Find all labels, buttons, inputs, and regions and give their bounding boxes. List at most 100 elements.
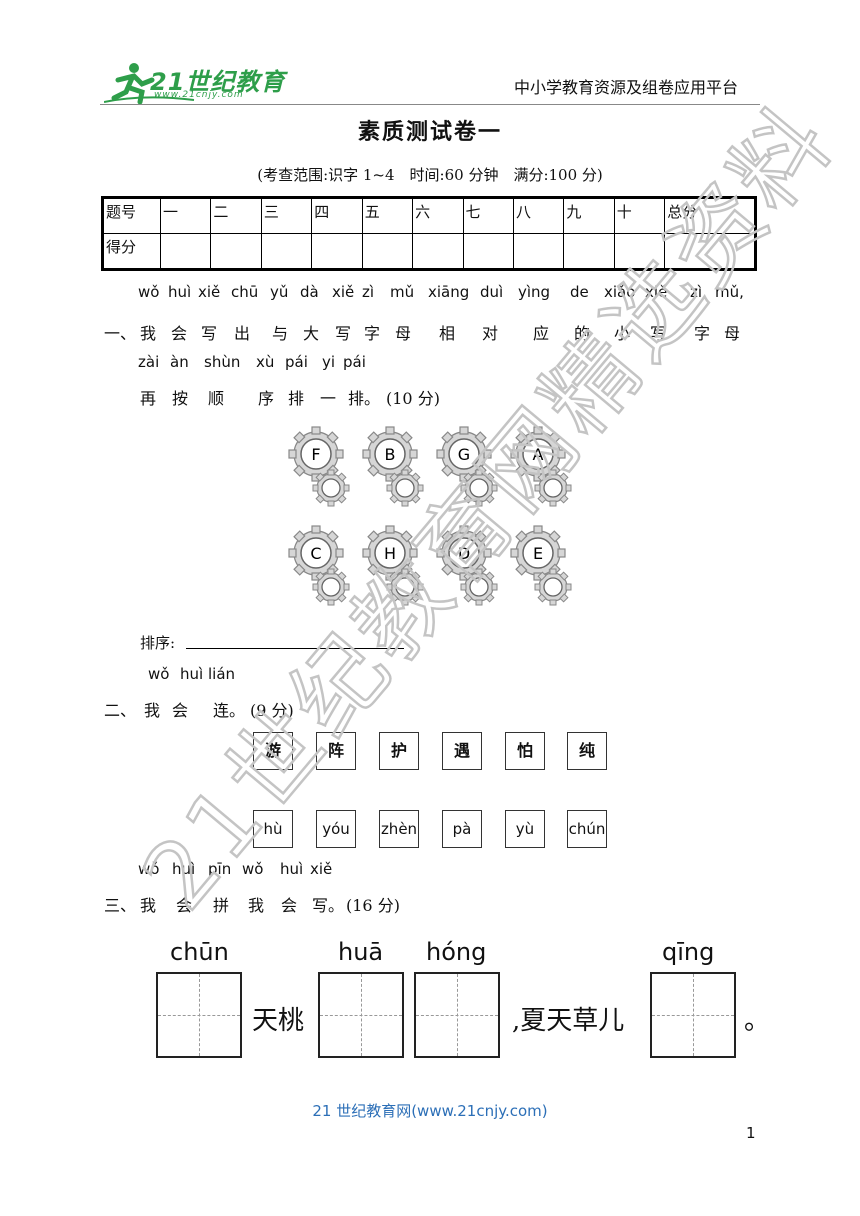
hanzi: 排 bbox=[288, 389, 305, 408]
character-box[interactable]: 遇 bbox=[442, 732, 482, 770]
grid-pinyin: chūn bbox=[170, 938, 229, 966]
pinyin-syllable: zài bbox=[138, 353, 160, 371]
pinyin-syllable: xiě bbox=[198, 283, 221, 301]
hanzi: 写 bbox=[335, 324, 352, 343]
score-header-cell: 题号 bbox=[102, 197, 161, 234]
pinyin-syllable: shùn bbox=[204, 353, 241, 371]
grid-pinyin: qīng bbox=[662, 938, 715, 966]
pinyin-syllable: xiě bbox=[645, 283, 668, 301]
pinyin-syllable: zì bbox=[362, 283, 375, 301]
hanzi: 一 bbox=[320, 389, 337, 408]
score-header-cell: 五 bbox=[361, 197, 414, 234]
logo-text: 21世纪教育 bbox=[150, 68, 286, 96]
score-cell[interactable] bbox=[159, 233, 212, 270]
hanzi: 拼 bbox=[213, 896, 230, 915]
answer-line[interactable] bbox=[186, 648, 404, 649]
pinyin-syllable: wǒ bbox=[138, 283, 160, 301]
score-cell[interactable] bbox=[260, 233, 313, 270]
score-cell[interactable] bbox=[613, 233, 666, 270]
writing-grid[interactable] bbox=[414, 972, 500, 1058]
writing-grid[interactable] bbox=[650, 972, 736, 1058]
hanzi: 大 bbox=[303, 324, 320, 343]
pinyin-syllable: pái bbox=[285, 353, 308, 371]
footer-link[interactable]: 21 世纪教育网(www.21cnjy.com) bbox=[312, 1102, 548, 1120]
gear-a: A bbox=[510, 426, 572, 507]
character-box[interactable]: 怕 bbox=[505, 732, 545, 770]
writing-grid[interactable] bbox=[318, 972, 404, 1058]
pinyin-syllable: pái bbox=[343, 353, 366, 371]
pinyin-box[interactable]: pà bbox=[442, 810, 482, 848]
score-header-cell: 一 bbox=[159, 197, 212, 234]
hanzi: 母 bbox=[395, 324, 412, 343]
score-header-cell: 七 bbox=[462, 197, 514, 234]
hanzi: 再 bbox=[140, 389, 157, 408]
character-box[interactable]: 游 bbox=[253, 732, 293, 770]
pinyin-syllable: wǒ bbox=[138, 860, 160, 878]
score-cell[interactable] bbox=[311, 233, 363, 270]
score-table: 题号 一 二 三 四 五 六 七 八 九 十 总分 得分 bbox=[101, 196, 757, 271]
character-box[interactable]: 护 bbox=[379, 732, 419, 770]
pinyin-box[interactable]: hù bbox=[253, 810, 293, 848]
pinyin-box[interactable]: yóu bbox=[316, 810, 356, 848]
hanzi: 写 bbox=[650, 324, 667, 343]
pinyin-syllable: zì bbox=[690, 283, 703, 301]
gear-letter: E bbox=[533, 544, 543, 563]
pinyin-syllable: lián bbox=[208, 665, 236, 683]
pinyin-syllable: xù bbox=[256, 353, 275, 371]
question-number: 三、 bbox=[104, 896, 137, 915]
hanzi: 会 bbox=[281, 896, 298, 915]
pinyin-syllable: mǔ, bbox=[715, 283, 744, 301]
writing-grid[interactable] bbox=[156, 972, 242, 1058]
pinyin-syllable: xiāng bbox=[428, 283, 470, 301]
pinyin-syllable: xiě bbox=[332, 283, 355, 301]
pinyin-box[interactable]: chún bbox=[567, 810, 607, 848]
hanzi: 小 bbox=[614, 324, 631, 343]
pinyin-box[interactable]: zhèn bbox=[379, 810, 419, 848]
score-value-row: 得分 bbox=[102, 233, 756, 270]
hanzi: 会 bbox=[172, 701, 189, 720]
gear-letter: F bbox=[311, 445, 320, 464]
hanzi: 应 bbox=[533, 324, 550, 343]
score-header-cell: 三 bbox=[260, 197, 313, 234]
sentence-text: 。 bbox=[744, 1006, 771, 1036]
hanzi: 字 bbox=[694, 324, 711, 343]
logo-runner-icon bbox=[104, 63, 195, 105]
score-cell[interactable] bbox=[563, 233, 615, 270]
hanzi: 出 bbox=[234, 324, 251, 343]
gear-c: C bbox=[288, 525, 350, 606]
pinyin-syllable: de bbox=[570, 283, 589, 301]
hanzi: 字 bbox=[364, 324, 381, 343]
pinyin-syllable: dà bbox=[300, 283, 319, 301]
score-cell[interactable] bbox=[412, 233, 464, 270]
gear-f: F bbox=[288, 426, 350, 507]
gear-h: H bbox=[362, 525, 424, 606]
hanzi: 相 bbox=[439, 324, 456, 343]
pinyin-syllable: pīn bbox=[208, 860, 232, 878]
hanzi: 对 bbox=[482, 324, 499, 343]
score-cell[interactable] bbox=[664, 233, 756, 270]
hanzi: 母 bbox=[724, 324, 741, 343]
character-box[interactable]: 纯 bbox=[567, 732, 607, 770]
pinyin-box[interactable]: yù bbox=[505, 810, 545, 848]
pinyin-syllable: yi bbox=[322, 353, 336, 371]
character-box[interactable]: 阵 bbox=[316, 732, 356, 770]
page-number: 1 bbox=[746, 1124, 756, 1142]
score-cell[interactable] bbox=[512, 233, 565, 270]
pinyin-syllable: duì bbox=[480, 283, 504, 301]
hanzi: 会 bbox=[176, 896, 193, 915]
gear-letter: B bbox=[385, 445, 396, 464]
header-divider bbox=[100, 104, 760, 105]
page-subtitle: (考查范围:识字 1~4 时间:60 分钟 满分:100 分) bbox=[257, 166, 603, 184]
score-row-label: 得分 bbox=[102, 233, 161, 270]
score-header-row: 题号 一 二 三 四 五 六 七 八 九 十 总分 bbox=[102, 197, 756, 234]
pinyin-syllable: xiě bbox=[310, 860, 333, 878]
hanzi: 我 bbox=[144, 701, 161, 720]
score-cell[interactable] bbox=[361, 233, 414, 270]
score-header-cell: 四 bbox=[311, 197, 363, 234]
score-cell[interactable] bbox=[462, 233, 514, 270]
logo-url: www.21cnjy.com bbox=[154, 90, 244, 100]
hanzi: 的 bbox=[574, 324, 591, 343]
gear-e: E bbox=[510, 525, 572, 606]
score-cell[interactable] bbox=[210, 233, 262, 270]
gear-g: G bbox=[436, 426, 498, 507]
